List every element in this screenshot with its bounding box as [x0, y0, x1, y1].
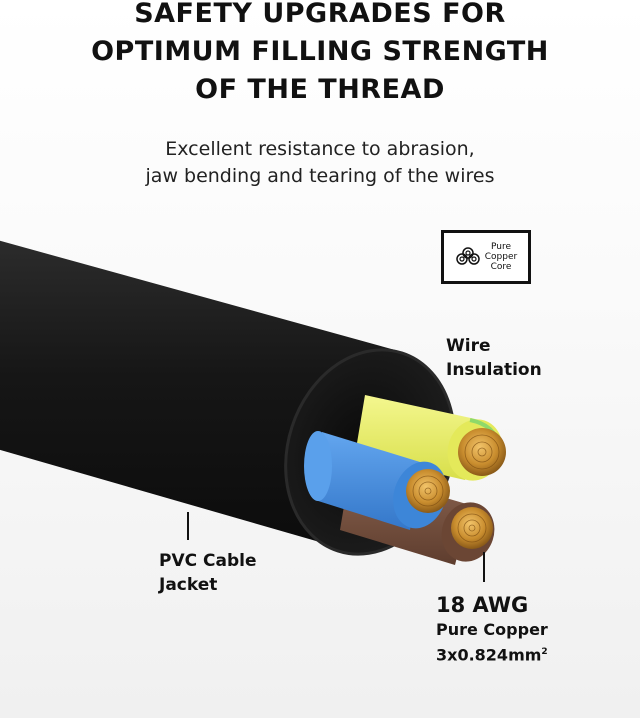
subhead-line-1: Excellent resistance to abrasion, — [165, 138, 475, 160]
pvc-jacket-label: PVC Cable Jacket — [159, 549, 256, 597]
badge-line-2: Copper — [484, 252, 518, 262]
headline-line-2: OPTIMUM FILLING STRENGTH — [91, 36, 549, 67]
copper-core-blue — [406, 469, 450, 513]
pvc-jacket-line-1: PVC Cable — [159, 551, 257, 571]
wire-insulation-line-1: Wire — [446, 336, 491, 356]
wire-size: 3x0.824mm2 — [436, 641, 548, 666]
badge-line-3: Core — [490, 262, 512, 272]
wire-size-value: 3x0.824mm — [436, 645, 542, 665]
badge-line-1: Pure — [490, 242, 511, 252]
wire-insulation-line-2: Insulation — [446, 360, 542, 380]
subhead: Excellent resistance to abrasion, jaw be… — [0, 136, 640, 190]
wire-insulation-label: Wire Insulation — [446, 334, 542, 382]
headline-line-3: OF THE THREAD — [195, 74, 445, 105]
wire-size-unit-exponent: 2 — [541, 647, 548, 657]
copper-strands-icon — [455, 242, 481, 273]
copper-core-brown — [451, 507, 493, 549]
subhead-line-2: jaw bending and tearing of the wires — [145, 165, 495, 187]
gauge-label: 18 AWG Pure Copper 3x0.824mm2 — [436, 591, 548, 666]
pvc-jacket-line-2: Jacket — [159, 575, 218, 595]
headline: SAFETY UPGRADES FOR OPTIMUM FILLING STRE… — [0, 0, 640, 110]
awg-value: 18 AWG — [436, 593, 529, 617]
copper-material: Pure Copper — [436, 620, 548, 639]
headline-line-1: SAFETY UPGRADES FOR — [134, 0, 506, 29]
badge-label: Pure Copper Core — [485, 242, 517, 272]
pure-copper-core-badge: Pure Copper Core — [441, 230, 531, 284]
